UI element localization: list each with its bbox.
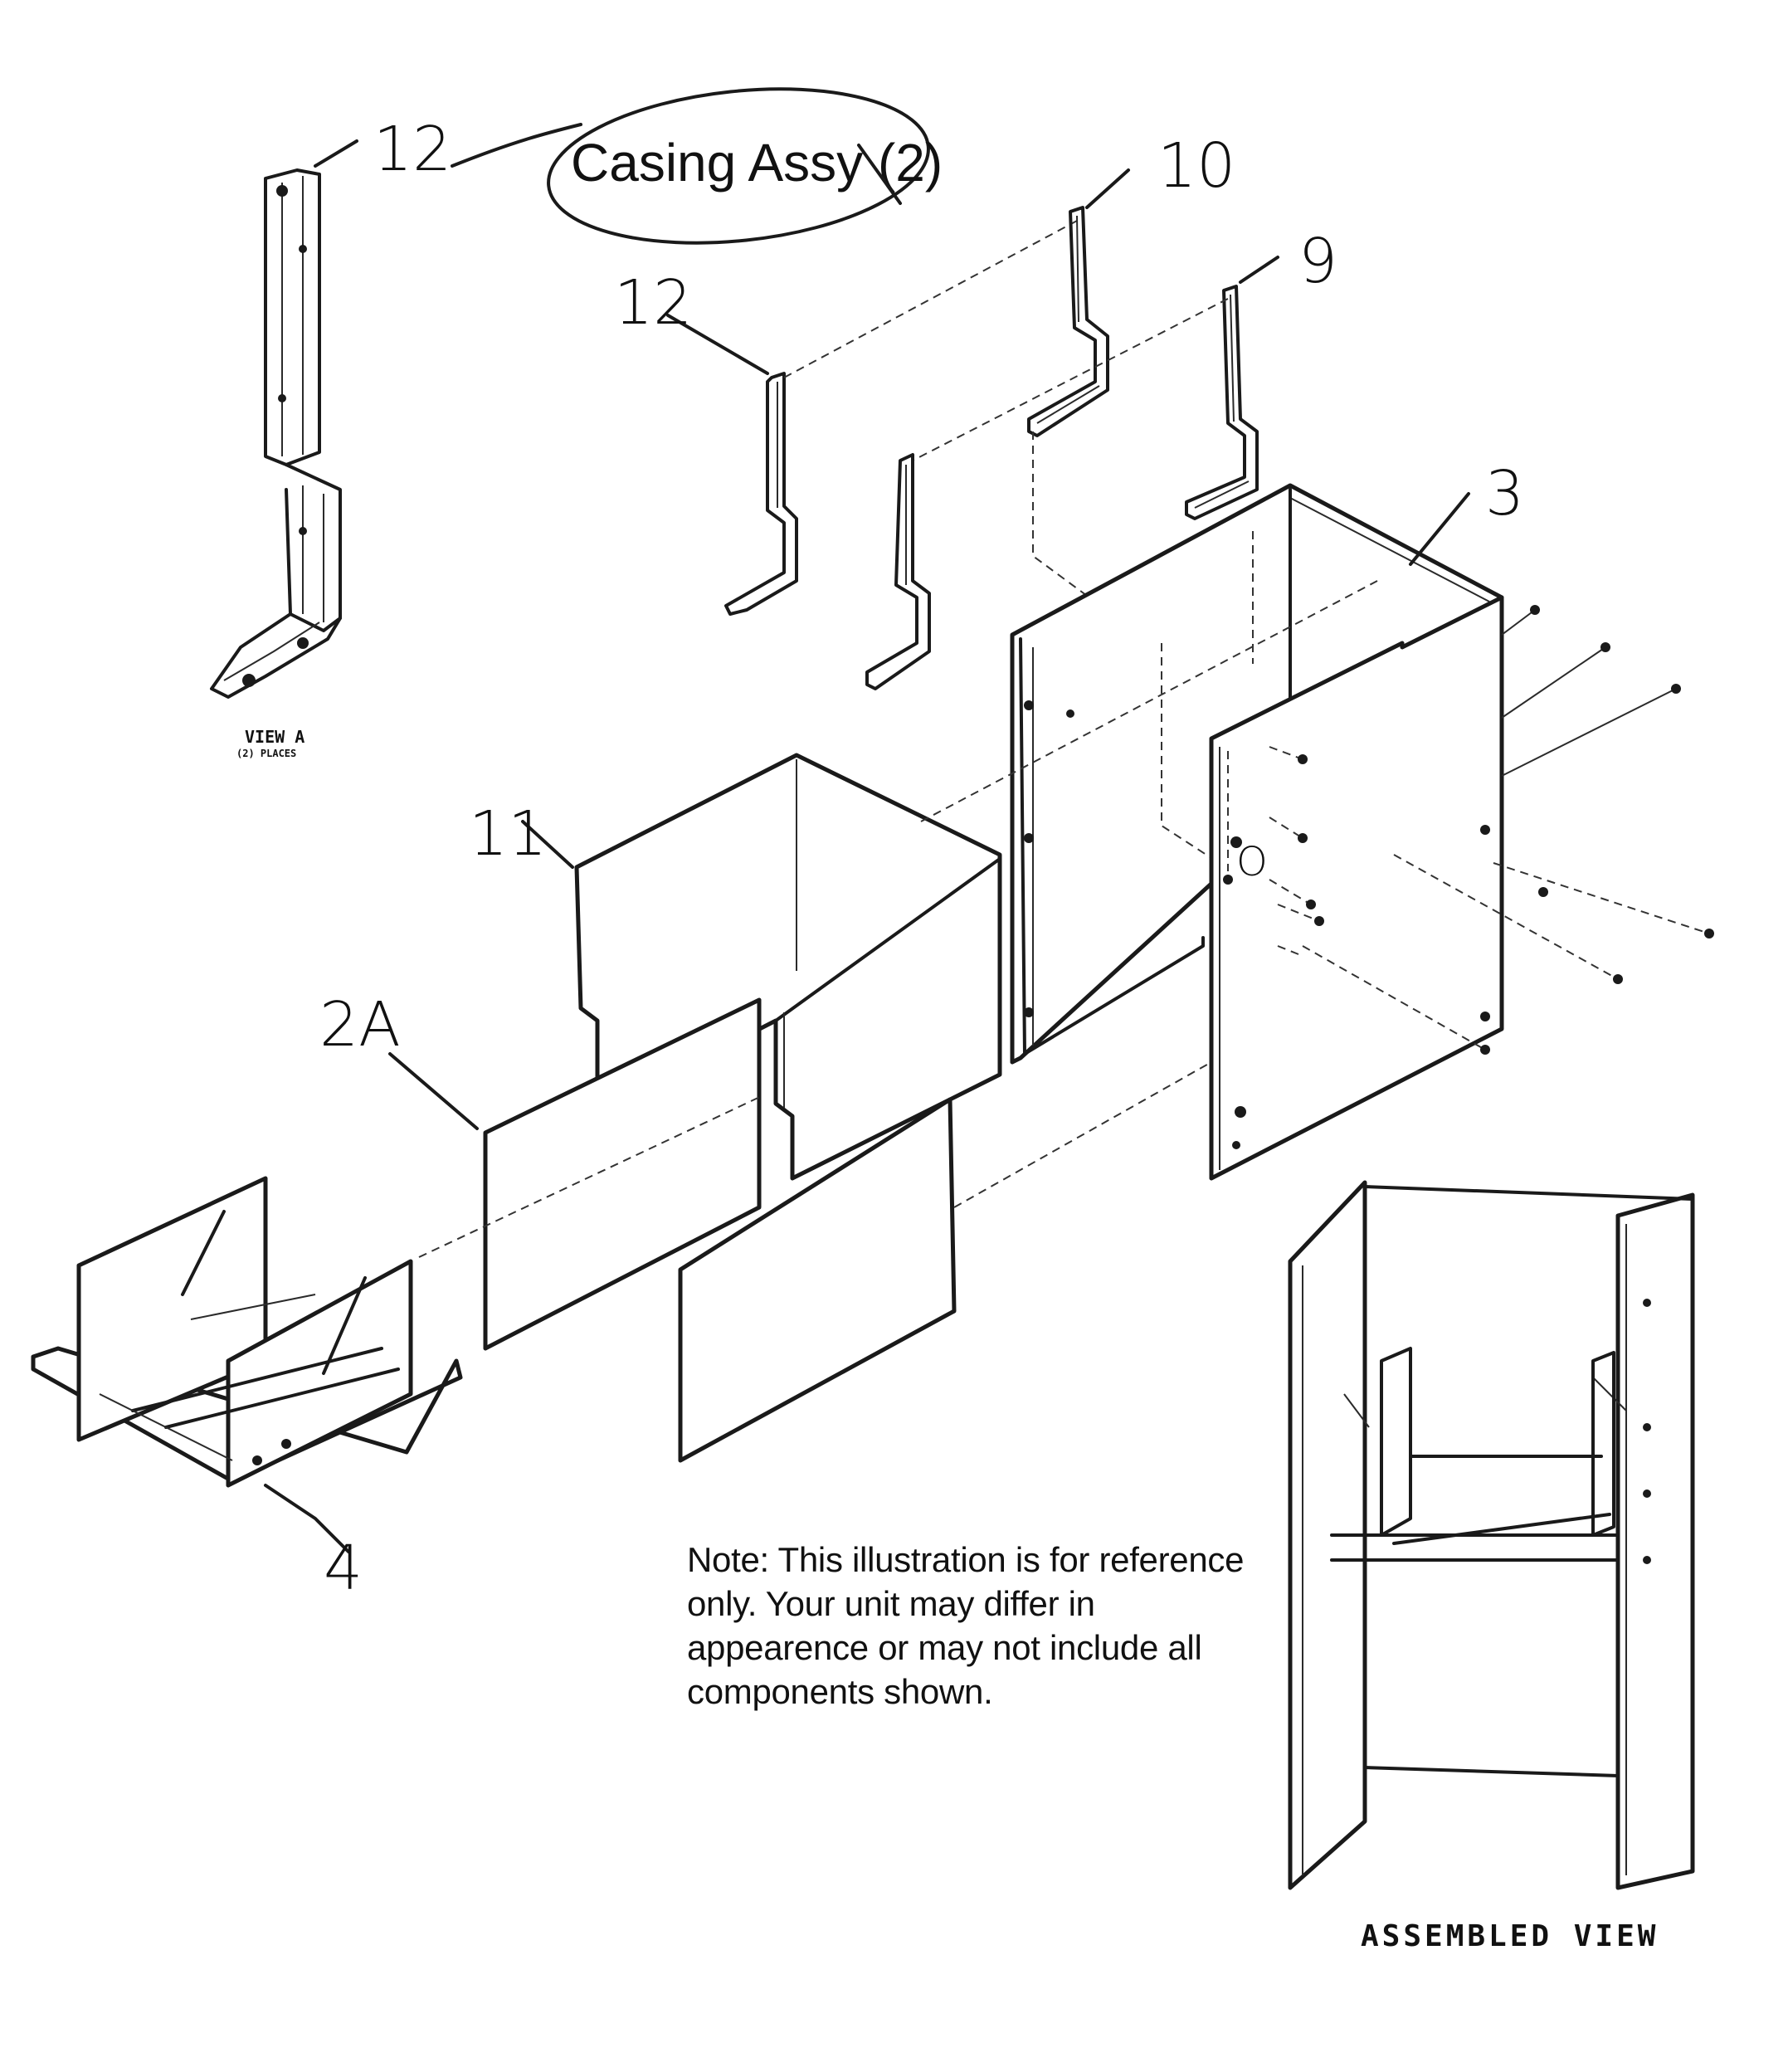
base-tray-4: 4 <box>31 1176 463 1604</box>
bracket-9: 9 <box>912 226 1337 520</box>
callout-11: 11 <box>469 798 547 870</box>
title-text: Casing Assy (2) <box>571 133 943 193</box>
callout-10: 10 <box>1157 130 1235 202</box>
callout-4: 4 <box>324 1533 363 1604</box>
callout-12-part: 12 <box>614 267 692 339</box>
casing-3: O 3 <box>1010 458 1714 1181</box>
panel-2a: 2A <box>319 989 1212 1463</box>
callout-9: 9 <box>1298 226 1337 297</box>
callout-12-top: 12 <box>373 114 451 185</box>
bracket-12: 12 <box>614 219 1079 616</box>
view-a-sublabel: (2) PLACES <box>236 748 296 759</box>
panel-11: 11 <box>469 580 1378 1181</box>
callout-2a: 2A <box>319 989 401 1060</box>
title-oval <box>547 87 930 245</box>
title-group: Casing Assy (2) <box>451 87 943 245</box>
side-panel-marker: O <box>1236 839 1268 885</box>
reference-note: Note: This illustration is for reference… <box>687 1540 1245 1711</box>
assembled-view: ASSEMBLED VIEW <box>1288 1180 1695 1953</box>
bracket-10: 10 <box>1027 130 1235 615</box>
view-a-label: VIEW A <box>245 727 304 747</box>
bracket-view-a: 12 VIEW A (2) PLACES <box>210 114 451 759</box>
bracket-12-second <box>865 453 931 690</box>
assembled-view-label: ASSEMBLED VIEW <box>1361 1919 1659 1953</box>
callout-3: 3 <box>1485 458 1524 529</box>
